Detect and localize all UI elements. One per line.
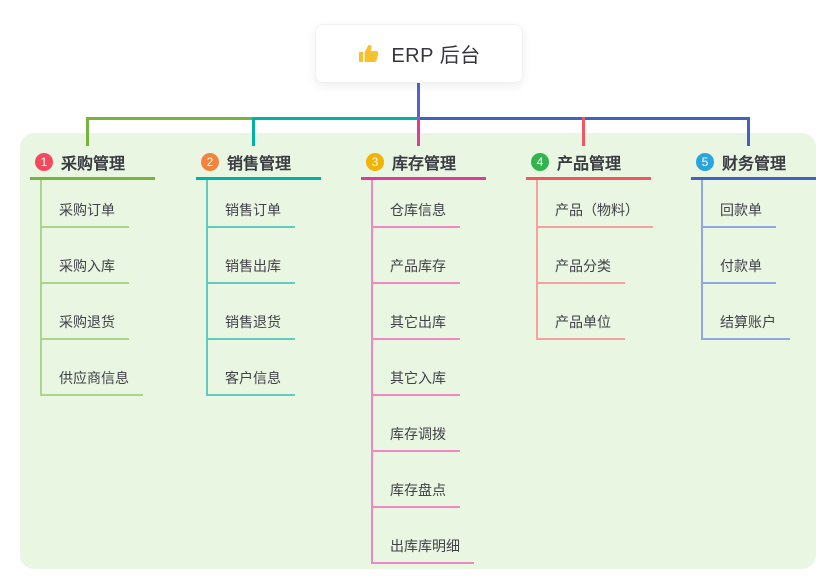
child-node[interactable]: 回款单 bbox=[703, 180, 831, 228]
child-node-label: 采购退货 bbox=[42, 312, 129, 340]
child-node-label: 销售订单 bbox=[208, 200, 295, 228]
child-node[interactable]: 销售退货 bbox=[208, 284, 336, 340]
child-node-label: 采购入库 bbox=[42, 256, 129, 284]
child-node-label: 销售出库 bbox=[208, 256, 295, 284]
child-node[interactable]: 销售订单 bbox=[208, 180, 336, 228]
branch-label: 财务管理 bbox=[722, 155, 787, 173]
child-node-label: 付款单 bbox=[703, 256, 776, 284]
connector-branch-drop-4 bbox=[582, 117, 585, 146]
connector-branch-drop-1 bbox=[86, 117, 89, 146]
branches-panel bbox=[20, 133, 816, 569]
branch-children-1: 采购订单采购入库采购退货供应商信息 bbox=[40, 180, 170, 396]
child-node[interactable]: 产品（物料） bbox=[538, 180, 666, 228]
child-node[interactable]: 结算账户 bbox=[703, 284, 831, 340]
child-node-label: 出库库明细 bbox=[373, 536, 474, 564]
child-node[interactable]: 采购订单 bbox=[42, 180, 170, 228]
branch-number-badge: 4 bbox=[531, 152, 549, 171]
child-node[interactable]: 出库库明细 bbox=[373, 508, 501, 564]
branch-children-4: 产品（物料） 产品分类产品单位 bbox=[536, 180, 666, 340]
branch-node-4[interactable]: 4 产品管理 bbox=[526, 146, 651, 180]
child-node-label: 产品（物料） bbox=[538, 200, 653, 228]
child-node-label: 回款单 bbox=[703, 200, 776, 228]
connector-branch-drop-3 bbox=[417, 117, 420, 146]
branch-label: 库存管理 bbox=[392, 155, 457, 173]
connector-root-drop bbox=[417, 83, 420, 120]
branch-node-5[interactable]: 5 财务管理 bbox=[691, 146, 816, 180]
child-node-label: 仓库信息 bbox=[373, 200, 460, 228]
branch-number-badge: 3 bbox=[366, 152, 384, 171]
child-node-label: 产品单位 bbox=[538, 312, 625, 340]
connector-branch-drop-2 bbox=[252, 117, 255, 146]
child-node[interactable]: 供应商信息 bbox=[42, 340, 170, 396]
child-node[interactable]: 其它出库 bbox=[373, 284, 501, 340]
root-node-label: ERP 后台 bbox=[391, 45, 481, 67]
child-node-label: 其它入库 bbox=[373, 368, 460, 396]
child-node[interactable]: 库存盘点 bbox=[373, 452, 501, 508]
root-node-erp[interactable]: ERP 后台 bbox=[315, 24, 523, 83]
child-node-label: 结算账户 bbox=[703, 312, 790, 340]
branch-children-2: 销售订单销售出库销售退货客户信息 bbox=[206, 180, 336, 396]
branch-label: 采购管理 bbox=[61, 155, 126, 173]
branch-label: 销售管理 bbox=[227, 155, 292, 173]
child-node[interactable]: 其它入库 bbox=[373, 340, 501, 396]
child-node-label: 销售退货 bbox=[208, 312, 295, 340]
child-node-label: 库存盘点 bbox=[373, 480, 460, 508]
branch-number-badge: 5 bbox=[696, 152, 714, 171]
thumbs-up-icon bbox=[357, 42, 381, 66]
branch-children-5: 回款单付款单结算账户 bbox=[701, 180, 831, 340]
connector-bus-segment bbox=[86, 117, 254, 120]
child-node[interactable]: 采购入库 bbox=[42, 228, 170, 284]
child-node[interactable]: 产品单位 bbox=[538, 284, 666, 340]
child-node-label: 供应商信息 bbox=[42, 368, 143, 396]
child-node[interactable]: 产品分类 bbox=[538, 228, 666, 284]
child-node-label: 客户信息 bbox=[208, 368, 295, 396]
branch-number-badge: 2 bbox=[201, 152, 219, 171]
connector-branch-drop-5 bbox=[747, 117, 750, 146]
branch-children-3: 仓库信息产品库存其它出库其它入库库存调拨库存盘点出库库明细 bbox=[371, 180, 501, 564]
child-node[interactable]: 客户信息 bbox=[208, 340, 336, 396]
child-node[interactable]: 采购退货 bbox=[42, 284, 170, 340]
branch-label: 产品管理 bbox=[557, 155, 622, 173]
child-node-label: 其它出库 bbox=[373, 312, 460, 340]
child-node-label: 产品分类 bbox=[538, 256, 625, 284]
child-node[interactable]: 销售出库 bbox=[208, 228, 336, 284]
child-node-label: 采购订单 bbox=[42, 200, 129, 228]
connector-bus-segment bbox=[252, 117, 419, 120]
branch-number-badge: 1 bbox=[35, 152, 53, 171]
branch-node-3[interactable]: 3 库存管理 bbox=[361, 146, 486, 180]
branch-node-1[interactable]: 1 采购管理 bbox=[30, 146, 155, 180]
child-node-label: 产品库存 bbox=[373, 256, 460, 284]
child-node[interactable]: 库存调拨 bbox=[373, 396, 501, 452]
child-node-label: 库存调拨 bbox=[373, 424, 460, 452]
child-node[interactable]: 仓库信息 bbox=[373, 180, 501, 228]
child-node[interactable]: 产品库存 bbox=[373, 228, 501, 284]
branch-node-2[interactable]: 2 销售管理 bbox=[196, 146, 321, 180]
child-node[interactable]: 付款单 bbox=[703, 228, 831, 284]
